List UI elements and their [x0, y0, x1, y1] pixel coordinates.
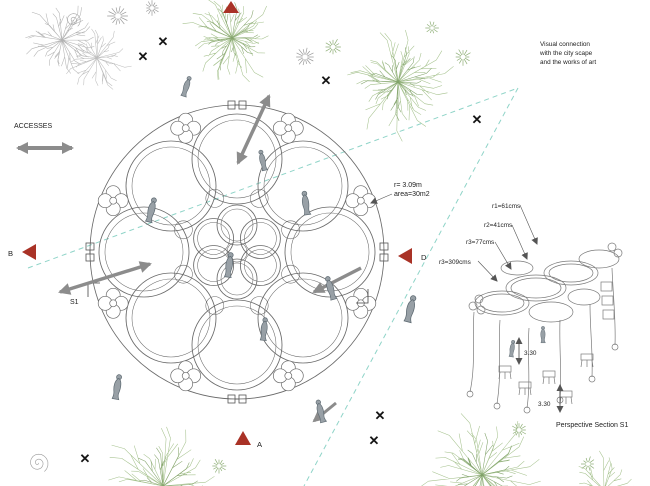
x-mark: ✕: [80, 451, 91, 466]
stool-icon: [542, 370, 556, 385]
tree-icon: [456, 432, 513, 486]
pavilion-outer-circle: [89, 104, 385, 400]
access-gates: [85, 100, 389, 404]
sculpture-icon: [111, 373, 124, 401]
accesses-label: ACCESSES: [14, 123, 52, 130]
section-marker-d: [398, 248, 412, 264]
sculpture-icon: [403, 294, 418, 324]
stools: [498, 353, 594, 405]
x-marks: ✕ ✕ ✕ ✕ ✕ ✕ ✕: [80, 34, 483, 466]
section-marker-a: [235, 431, 251, 445]
shrub-icon: [296, 47, 314, 66]
shrub-icon: [512, 423, 527, 438]
shrub-icon: [581, 456, 595, 471]
sculpture-icon: [144, 196, 159, 224]
x-mark: ✕: [138, 49, 149, 64]
spiral-plant-icon: [30, 453, 49, 472]
section-cut-label: S1: [70, 299, 79, 306]
stool-icon: [498, 365, 512, 380]
shrub-icon: [425, 21, 439, 34]
shrub-icon: [212, 459, 227, 474]
x-mark: ✕: [375, 408, 386, 423]
stool-icon: [518, 381, 532, 396]
sculpture-icon: [223, 251, 235, 278]
shrub-icon: [107, 6, 128, 25]
section-markers: B D A: [8, 1, 427, 449]
tree-icon: [25, 5, 95, 75]
perspective-caption: Perspective Section S1: [556, 422, 628, 429]
spiral-plant-icon: [67, 13, 81, 27]
tree-icon: [108, 426, 215, 486]
sight-line: [303, 87, 519, 486]
sight-line: [27, 87, 519, 269]
perspective-section: r1=61cms r2=41cms r3=77cms r3=309cms 3.3…: [439, 203, 628, 429]
radius-leader-arrow: [370, 193, 393, 204]
section-marker-b: [22, 244, 36, 260]
sculpture-icon: [180, 75, 193, 98]
radius-label: r= 3.09m: [394, 182, 422, 189]
sight-lines: [27, 87, 519, 486]
rim-clusters: [97, 112, 377, 392]
access-arrow: [312, 401, 337, 423]
section-marker-a-label: A: [257, 440, 263, 449]
columns: [466, 267, 619, 414]
tree-icon: [138, 447, 198, 486]
sculpture-icon: [508, 339, 516, 358]
section-marker-top: [223, 1, 239, 13]
canopy-rings: [468, 242, 623, 323]
dim-height-lower-label: 3.30: [538, 401, 551, 408]
dim-r1-label: r1=61cms: [492, 203, 520, 210]
dimension-leaders: [477, 204, 538, 282]
tree-icon: [347, 29, 454, 142]
dim-r3-outer-label: r3=309cms: [439, 259, 471, 266]
pavilion-core: [193, 204, 281, 300]
radius-note: r= 3.09m area=30m2: [370, 182, 430, 204]
tree-icon: [198, 2, 259, 71]
sculpture-icon: [300, 190, 312, 216]
pavilion-joint-circles: [174, 189, 300, 315]
dim-r3-inner-label: r3=77cms: [466, 239, 494, 246]
accesses-legend: ACCESSES: [14, 123, 74, 154]
section-marker-d-label: D: [421, 253, 427, 262]
dim-height-upper-label: 3.30: [524, 350, 537, 357]
x-mark: ✕: [321, 73, 332, 88]
tree-icon: [360, 47, 432, 122]
access-arrow: [312, 266, 362, 294]
shrub-icon: [325, 39, 341, 55]
stool-icon: [580, 353, 594, 368]
access-arrow: [236, 94, 271, 165]
area-label: area=30m2: [394, 191, 430, 198]
visual-connection-note: Visual connection with the city scape an…: [539, 41, 596, 66]
sculpture-icon: [540, 326, 546, 344]
pavilion-plan: [85, 100, 389, 404]
x-mark: ✕: [369, 433, 380, 448]
access-arrow: [58, 261, 152, 295]
x-mark: ✕: [158, 34, 169, 49]
movement-arrows: [58, 94, 362, 423]
section-marker-b-label: B: [8, 249, 13, 258]
x-mark: ✕: [472, 112, 483, 127]
shrub-icon: [145, 0, 159, 16]
tree-icon: [578, 450, 634, 486]
shrub-icon: [455, 49, 471, 66]
dim-r2-label: r2=41cms: [484, 222, 512, 229]
height-dimensions: 3.30 3.30: [515, 337, 564, 413]
tree-icon: [66, 28, 132, 90]
sculpture-icon: [259, 317, 270, 341]
